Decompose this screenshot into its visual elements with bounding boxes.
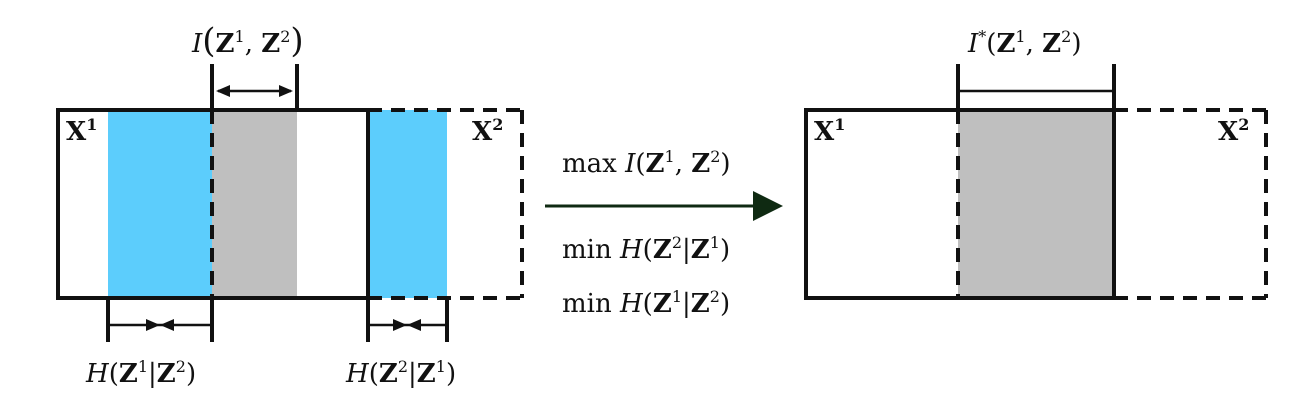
view2-label: X2 — [472, 115, 503, 147]
optimal-mutual-region — [958, 110, 1114, 298]
objective-min2-label: min H(Z1|Z2) — [562, 287, 730, 319]
mutual-info-bracket — [210, 64, 299, 110]
right-view2-label: X2 — [1218, 115, 1249, 147]
right-panel: X1 X2 I*(Z1, Z2) — [804, 27, 1268, 300]
conditional-region-view2 — [368, 110, 447, 298]
left-panel: X1 X2 I(Z1, Z2) H(Z1|Z2) — [56, 21, 524, 389]
view1-label: X1 — [66, 115, 97, 147]
optimal-mi-label: I*(Z1, Z2) — [967, 27, 1081, 59]
objective-max-label: max I(Z1, Z2) — [562, 147, 731, 179]
cond1-inward-arrows — [110, 319, 210, 331]
cond2-bracket — [366, 298, 449, 342]
objective-block: max I(Z1, Z2) min H(Z2|Z1) min H(Z1|Z2) — [545, 147, 783, 319]
conditional-region-view1 — [108, 110, 212, 298]
objective-min1-label: min H(Z2|Z1) — [562, 233, 730, 265]
cond1-label: H(Z1|Z2) — [85, 357, 196, 389]
cond2-label: H(Z2|Z1) — [345, 357, 456, 389]
view2-box — [210, 108, 524, 300]
right-view2-box — [956, 108, 1268, 300]
mutual-info-label: I(Z1, Z2) — [191, 21, 304, 61]
optimal-mi-bracket — [956, 64, 1116, 110]
mutual-information-region — [212, 110, 297, 298]
cond2-inward-arrows — [370, 319, 445, 331]
cond1-bracket — [106, 298, 214, 342]
right-view1-label: X1 — [814, 115, 845, 147]
mutual-info-double-arrow — [216, 85, 293, 97]
